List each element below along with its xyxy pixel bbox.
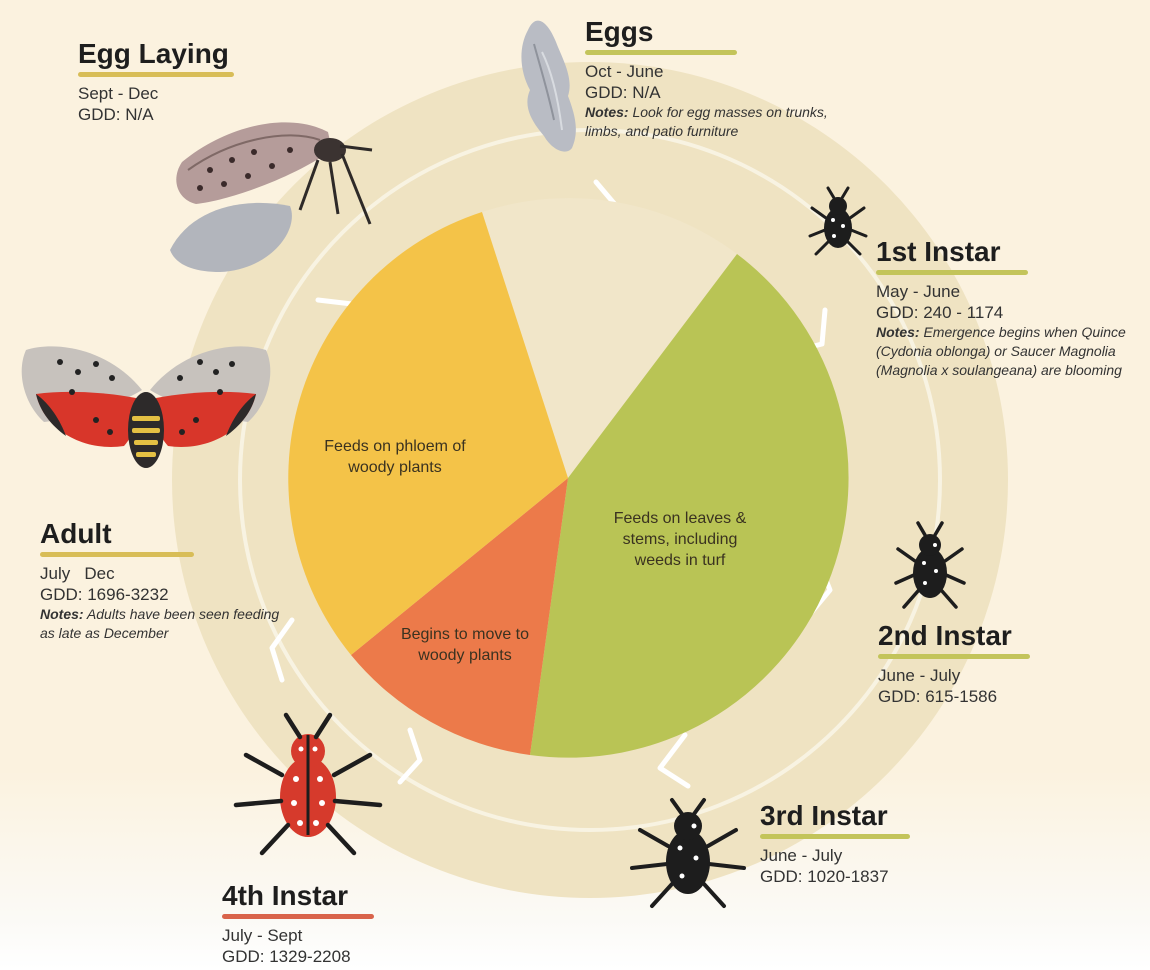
stage-notes: Notes: Adults have been seen feeding as … (40, 605, 290, 643)
stage-notes: Notes: Look for egg masses on trunks, li… (585, 103, 845, 141)
stage-gdd: GDD: N/A (585, 82, 865, 103)
stage-notes: Notes: Emergence begins when Quince (Cyd… (876, 323, 1134, 380)
stage-gdd: GDD: 240 - 1174 (876, 302, 1138, 323)
stage-underline (222, 914, 374, 919)
stage-dates: June - July (760, 845, 910, 866)
stage-underline (40, 552, 194, 557)
wedge-label-transition: Begins to move to woody plants (390, 624, 540, 666)
stage-fourth-instar: 4th Instar July - Sept GDD: 1329-2208 (222, 880, 374, 967)
stage-dates: July - Sept (222, 925, 374, 946)
stage-egg-laying: Egg Laying Sept - Dec GDD: N/A (78, 38, 237, 125)
stage-gdd: GDD: 1329-2208 (222, 946, 374, 967)
notes-label: Notes: (40, 606, 84, 622)
stage-title: 2nd Instar (878, 620, 1020, 652)
stage-dates: May - June (876, 281, 1138, 302)
stage-dates: June - July (878, 665, 1030, 686)
wedge-label-adult-feeding: Feeds on phloem of woody plants (315, 436, 475, 478)
stage-gdd: GDD: 615-1586 (878, 686, 1030, 707)
stage-gdd: GDD: N/A (78, 104, 237, 125)
stage-third-instar: 3rd Instar June - July GDD: 1020-1837 (760, 800, 910, 887)
stage-second-instar: 2nd Instar June - July GDD: 615-1586 (878, 620, 1030, 707)
stage-underline (78, 72, 234, 77)
stage-title: Egg Laying (78, 38, 237, 70)
stage-title: Eggs (585, 16, 661, 48)
stage-gdd: GDD: 1696-3232 (40, 584, 290, 605)
stage-title: Adult (40, 518, 120, 550)
stage-title: 1st Instar (876, 236, 1009, 268)
stage-title: 4th Instar (222, 880, 356, 912)
stage-gdd: GDD: 1020-1837 (760, 866, 910, 887)
notes-label: Notes: (585, 104, 629, 120)
stage-underline (878, 654, 1030, 659)
stage-adult: Adult July Dec GDD: 1696-3232 Notes: Adu… (40, 518, 290, 643)
stage-underline (876, 270, 1028, 275)
stage-eggs: Eggs Oct - June GDD: N/A Notes: Look for… (585, 16, 865, 141)
stage-underline (585, 50, 737, 55)
wedge-label-nymph-feeding: Feeds on leaves & stems, including weeds… (600, 508, 760, 571)
stage-dates: Oct - June (585, 61, 865, 82)
stage-underline (760, 834, 910, 839)
stage-dates: July Dec (40, 563, 290, 584)
stage-title: 3rd Instar (760, 800, 896, 832)
notes-label: Notes: (876, 324, 920, 340)
stage-first-instar: 1st Instar May - June GDD: 240 - 1174 No… (876, 236, 1138, 380)
stage-dates: Sept - Dec (78, 83, 237, 104)
